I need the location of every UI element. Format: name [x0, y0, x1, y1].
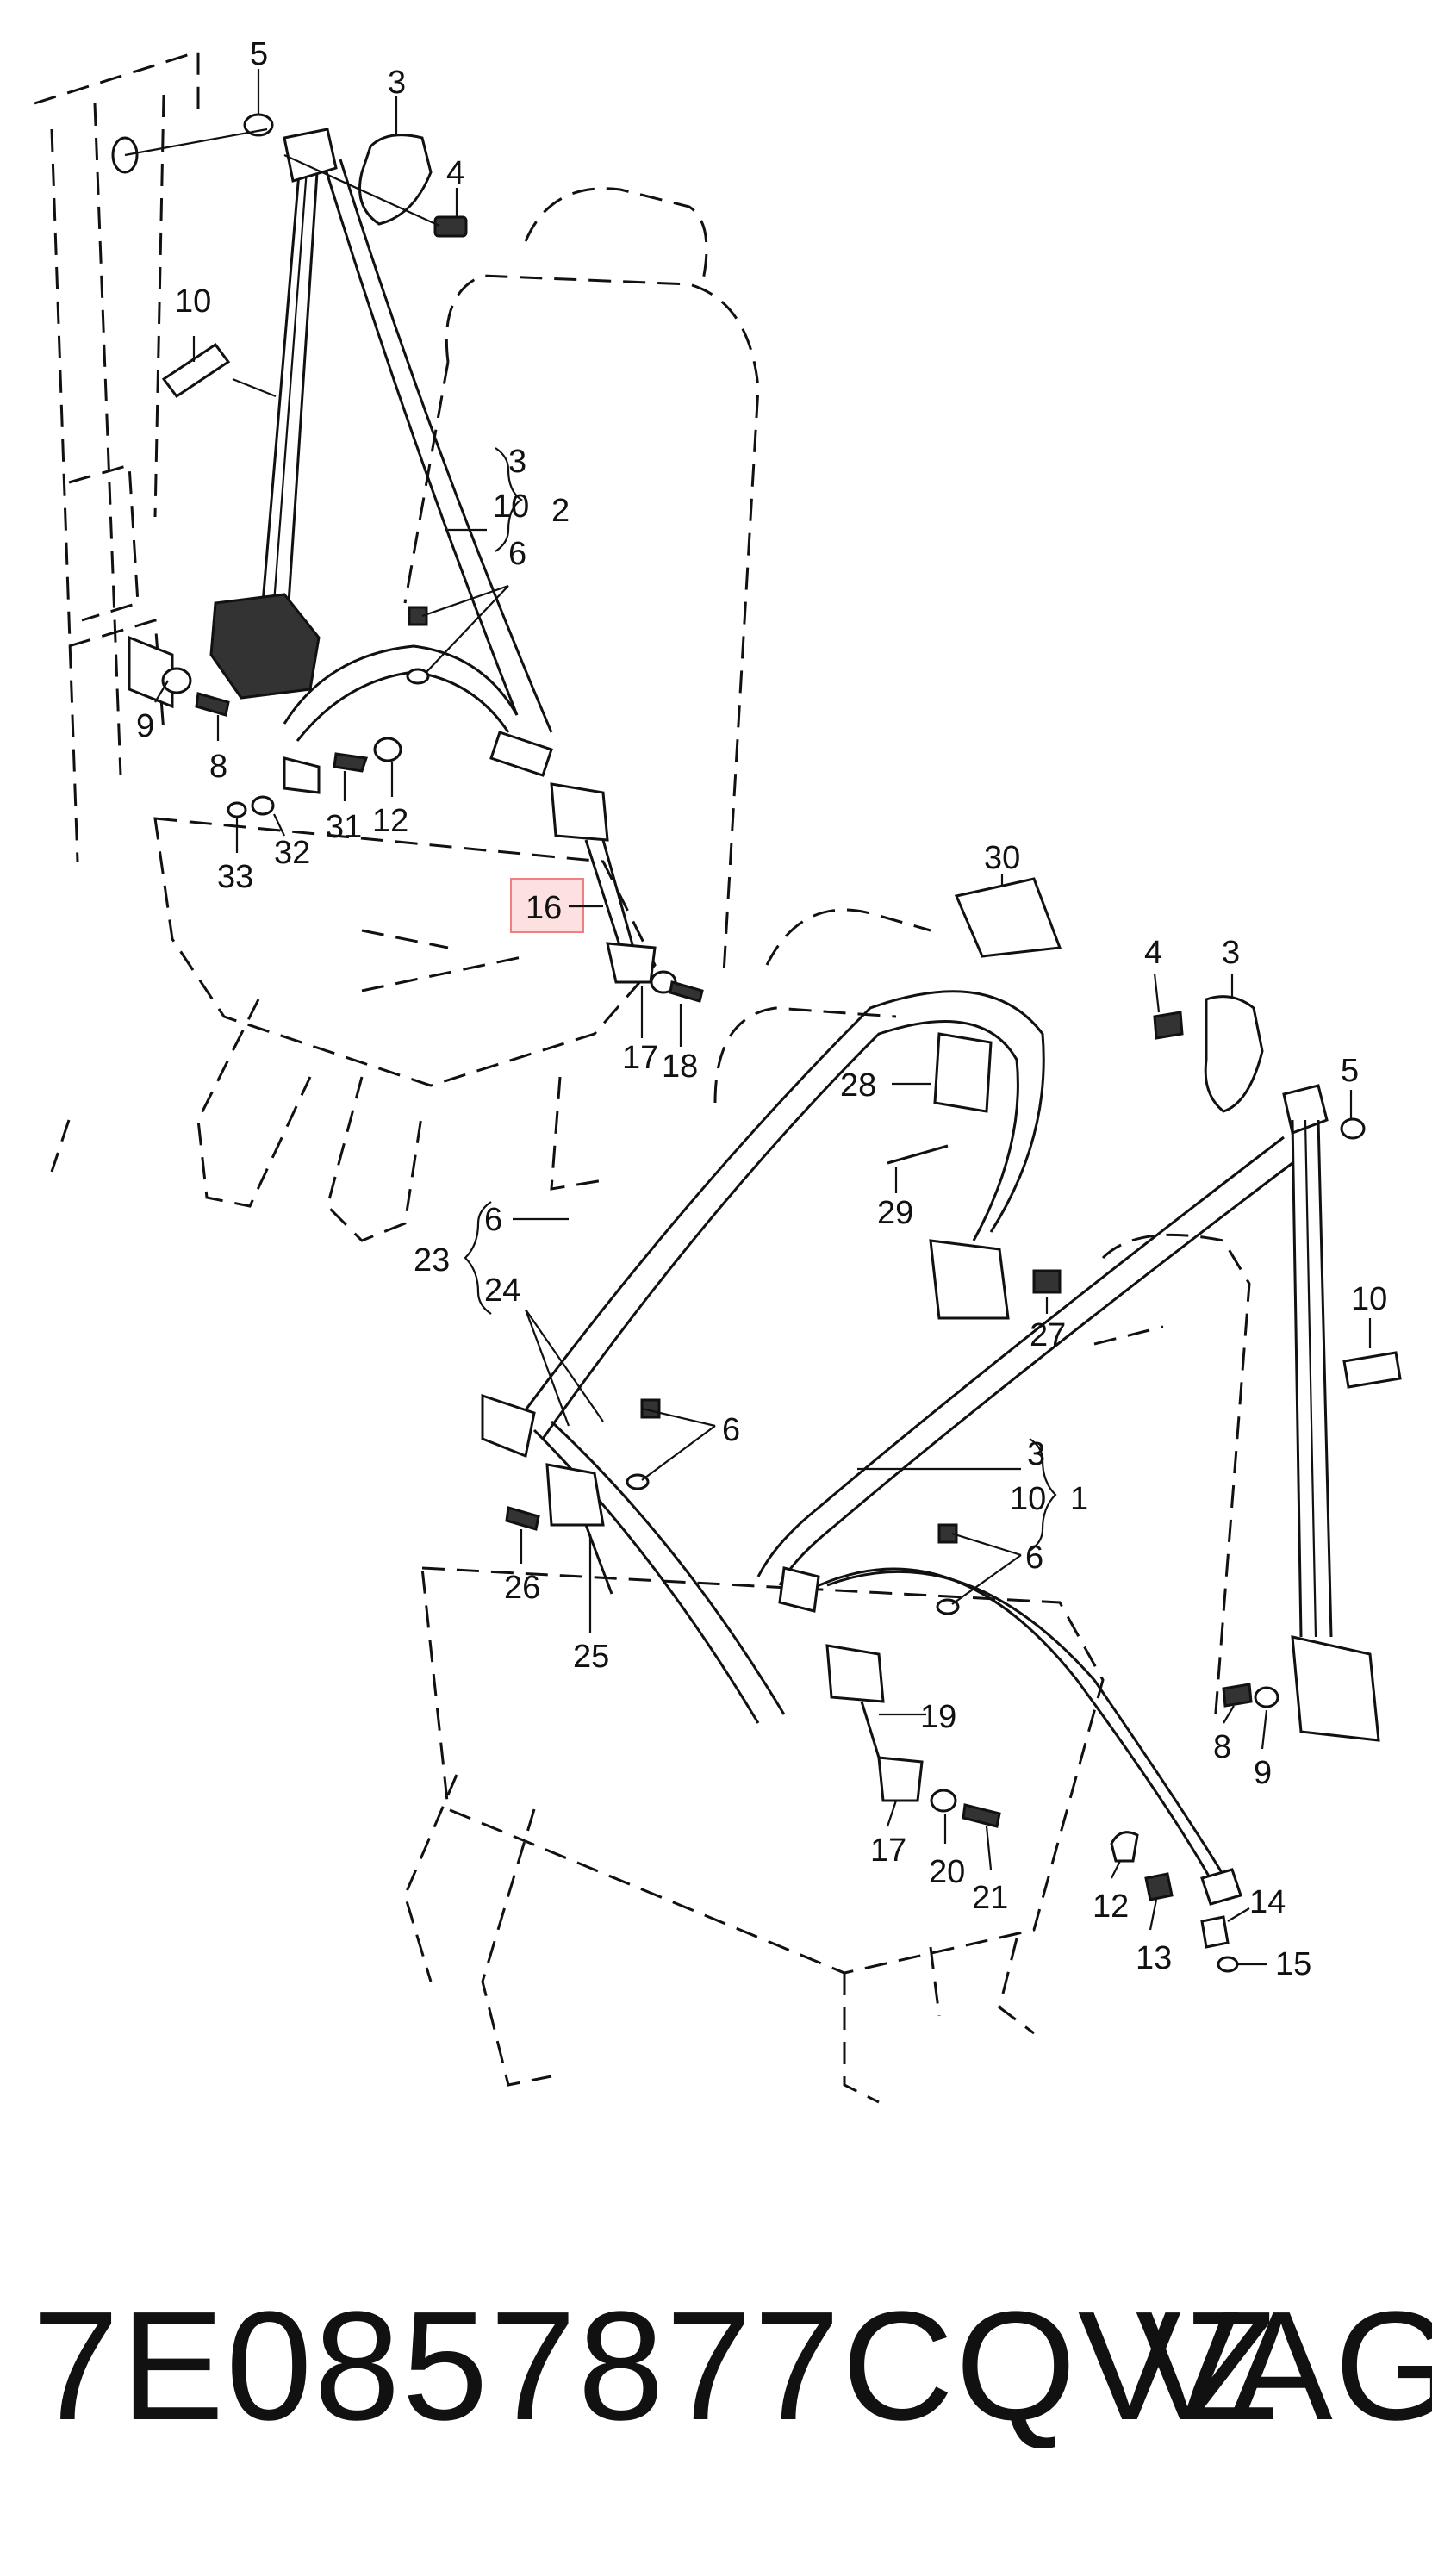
callout-10: 10	[1010, 1481, 1046, 1517]
brand-label: VAG	[1136, 2280, 1432, 2453]
callout-3: 3	[388, 65, 406, 101]
callout-6: 6	[508, 536, 526, 572]
callout-33: 33	[217, 859, 253, 895]
callout-17: 17	[870, 1832, 906, 1869]
lower-bench-outline	[403, 908, 1251, 2104]
caption: 7E0857877CQVZ VAG	[33, 2280, 1432, 2453]
callout-21: 21	[972, 1880, 1008, 1916]
upper-seat-outline	[34, 49, 760, 1242]
callout-1: 1	[1070, 1481, 1088, 1517]
callout-3: 3	[508, 444, 526, 480]
callout-12: 12	[1093, 1888, 1129, 1925]
callout-14: 14	[1249, 1884, 1286, 1920]
callout-6: 6	[722, 1412, 740, 1448]
callout-30: 30	[984, 840, 1020, 876]
callout-24: 24	[484, 1272, 520, 1309]
callout-31: 31	[326, 809, 362, 845]
callout-18: 18	[662, 1048, 698, 1085]
callout-26: 26	[504, 1570, 540, 1606]
callout-10: 10	[175, 283, 211, 320]
callout-8: 8	[1213, 1729, 1231, 1765]
callout-5: 5	[250, 36, 268, 72]
callout-19: 19	[920, 1699, 956, 1735]
callout-28: 28	[840, 1067, 876, 1104]
callout-15: 15	[1275, 1946, 1311, 1982]
callout-6: 6	[484, 1202, 502, 1238]
callout-5: 5	[1341, 1053, 1359, 1089]
callout-23: 23	[414, 1242, 450, 1279]
part-number: 7E0857877CQVZ	[33, 2280, 1279, 2453]
callout-3: 3	[1222, 935, 1240, 971]
callout-10: 10	[1351, 1281, 1387, 1317]
callout-8: 8	[209, 749, 227, 785]
callout-10: 10	[493, 488, 529, 525]
callout-4: 4	[446, 155, 464, 191]
callout-16: 16	[526, 890, 562, 926]
callout-9: 9	[136, 708, 154, 744]
callout-25: 25	[573, 1639, 609, 1675]
callout-13: 13	[1136, 1940, 1172, 1976]
callout-4: 4	[1144, 935, 1162, 971]
callout-29: 29	[877, 1195, 913, 1231]
lower-belt-assembly	[481, 877, 1402, 1973]
callout-3: 3	[1027, 1436, 1045, 1472]
upper-belt-assembly	[111, 113, 704, 1003]
callout-9: 9	[1254, 1755, 1272, 1791]
callout-labels: 5 3 4 10 3 10 2 6 9 8 31 12 33 32 16 17 …	[136, 36, 1387, 1982]
callout-17: 17	[622, 1040, 658, 1076]
callout-32: 32	[274, 835, 310, 871]
leader-lines	[154, 69, 1372, 1966]
callout-27: 27	[1030, 1317, 1066, 1353]
callout-12: 12	[372, 803, 408, 839]
callout-6: 6	[1025, 1540, 1043, 1576]
callout-20: 20	[929, 1854, 965, 1890]
callout-2: 2	[551, 493, 570, 529]
